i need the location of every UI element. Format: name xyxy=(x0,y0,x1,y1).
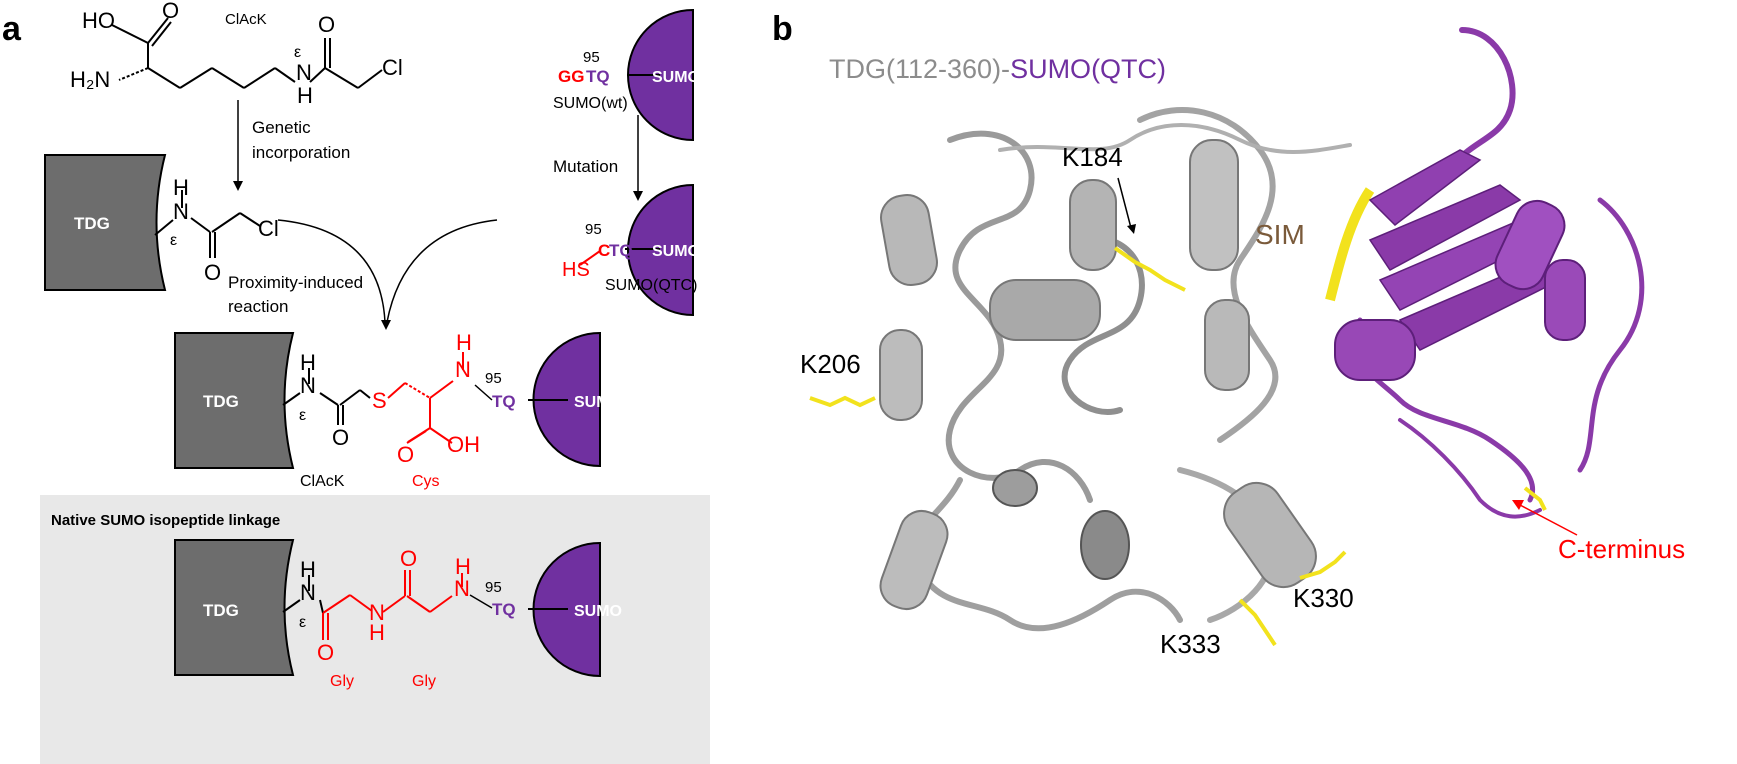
clack-cl: Cl xyxy=(382,55,403,80)
native-n2: N xyxy=(369,600,385,625)
clack-epsilon: ε xyxy=(294,44,301,61)
prod-clack-caption: ClAcK xyxy=(300,473,345,490)
label-c-terminus: C-terminus xyxy=(1558,534,1685,564)
native-95: 95 xyxy=(485,579,502,596)
tdg1-h: H xyxy=(173,175,189,200)
label-sim: SIM xyxy=(1255,219,1305,250)
tdg-shape-2 xyxy=(174,332,295,469)
reaction-label-1: Proximity-induced xyxy=(228,273,363,292)
sumo-wt-caption: SUMO(wt) xyxy=(553,95,628,112)
native-title: Native SUMO isopeptide linkage xyxy=(51,512,280,529)
label-k333: K333 xyxy=(1160,629,1221,659)
prod-n: N xyxy=(300,373,316,398)
title-tdg: TDG(112-360)- xyxy=(829,54,1010,84)
sumo-qtc-caption: SUMO(QTC) xyxy=(605,277,697,294)
tdg1-cl: Cl xyxy=(258,216,279,241)
label-k206: K206 xyxy=(800,349,861,379)
sumo-sheets xyxy=(1334,149,1586,381)
prod-s: S xyxy=(372,388,387,413)
native-h: H xyxy=(300,557,316,582)
native-gly1: Gly xyxy=(330,673,354,690)
genetic-label-1: Genetic xyxy=(252,118,311,137)
prod-tq: TQ xyxy=(492,392,516,411)
prod-n2: N xyxy=(455,357,471,382)
title-sumo: SUMO(QTC) xyxy=(1010,54,1166,84)
tdg-shape-3 xyxy=(174,539,295,676)
native-h3: H xyxy=(455,554,471,579)
sumo-qtc-group xyxy=(579,183,694,317)
prod-oh: OH xyxy=(447,432,480,457)
prod-o: O xyxy=(332,425,349,450)
tdg-shape-1 xyxy=(44,154,167,291)
tdg-label-3: TDG xyxy=(203,601,239,620)
sumo-wt-95: 95 xyxy=(583,49,600,66)
native-epsilon: ε xyxy=(299,614,306,631)
structure-title: TDG(112-360)-SUMO(QTC) xyxy=(829,54,1166,84)
prod-h2: H xyxy=(456,330,472,355)
sim-strand xyxy=(1325,187,1375,302)
reaction-arrowhead xyxy=(381,320,391,330)
native-o1: O xyxy=(317,640,334,665)
clack-molecule xyxy=(111,17,383,89)
c-terminus-arrow xyxy=(1512,500,1578,536)
sumo-wt-label: SUMO xyxy=(652,69,700,86)
sumo-wt-gg: GG xyxy=(558,67,584,86)
native-n: N xyxy=(300,580,316,605)
prod-h: H xyxy=(300,350,316,375)
panel-a-letter: a xyxy=(2,10,22,48)
native-gly2: Gly xyxy=(412,673,436,690)
label-k330: K330 xyxy=(1293,583,1354,613)
native-n3: N xyxy=(454,576,470,601)
clack-o: O xyxy=(318,12,335,37)
sumo-label-product: SUMO xyxy=(574,394,622,411)
native-o2: O xyxy=(400,546,417,571)
tdg1-o: O xyxy=(204,260,221,285)
reaction-label-2: reaction xyxy=(228,297,288,316)
clack-h: H xyxy=(297,83,313,108)
clack-ho: HO xyxy=(82,8,115,33)
sumo-qtc-shape xyxy=(627,183,694,317)
native-construct xyxy=(174,539,601,678)
sumo-qtc-95: 95 xyxy=(585,221,602,238)
label-k184: K184 xyxy=(1062,142,1123,172)
sumo-qtc-c: C xyxy=(598,241,610,260)
tdg-label-2: TDG xyxy=(203,392,239,411)
prod-95: 95 xyxy=(485,370,502,387)
sumo-wt-group xyxy=(627,8,694,142)
genetic-label-2: incorporation xyxy=(252,143,350,162)
clack-n: N xyxy=(296,60,312,85)
tdg-label-1: TDG xyxy=(74,214,110,233)
native-h2: H xyxy=(369,620,385,645)
clack-name: ClAcK xyxy=(225,11,267,28)
sumo-label-native: SUMO xyxy=(574,603,622,620)
clack-h2n: H₂N xyxy=(70,67,110,92)
clack-o-top: O xyxy=(162,0,179,23)
sumo-qtc-label: SUMO xyxy=(652,243,700,260)
sumo-wt-tq: TQ xyxy=(586,67,610,86)
prod-epsilon: ε xyxy=(299,407,306,424)
product-construct xyxy=(174,331,601,469)
lysine-sidechains xyxy=(809,246,1547,647)
tdg-helices xyxy=(879,139,1317,610)
tdg1-n: N xyxy=(173,199,189,224)
panel-b-letter: b xyxy=(772,10,793,48)
mutation-label: Mutation xyxy=(553,157,618,176)
tdg1-epsilon: ε xyxy=(170,232,177,249)
tdg-intermediate xyxy=(44,154,261,291)
sumo-wt-shape xyxy=(627,8,694,142)
reaction-arrows xyxy=(277,219,498,323)
arrow-mutation xyxy=(633,115,643,201)
native-tq: TQ xyxy=(492,600,516,619)
prod-cys-caption: Cys xyxy=(412,473,440,490)
prod-o2: O xyxy=(397,442,414,467)
arrow-genetic-incorporation xyxy=(233,100,243,191)
sumo-qtc-tq: TQ xyxy=(609,241,633,260)
sumo-qtc-hs: HS xyxy=(562,259,590,281)
k184-arrow xyxy=(1117,177,1136,234)
